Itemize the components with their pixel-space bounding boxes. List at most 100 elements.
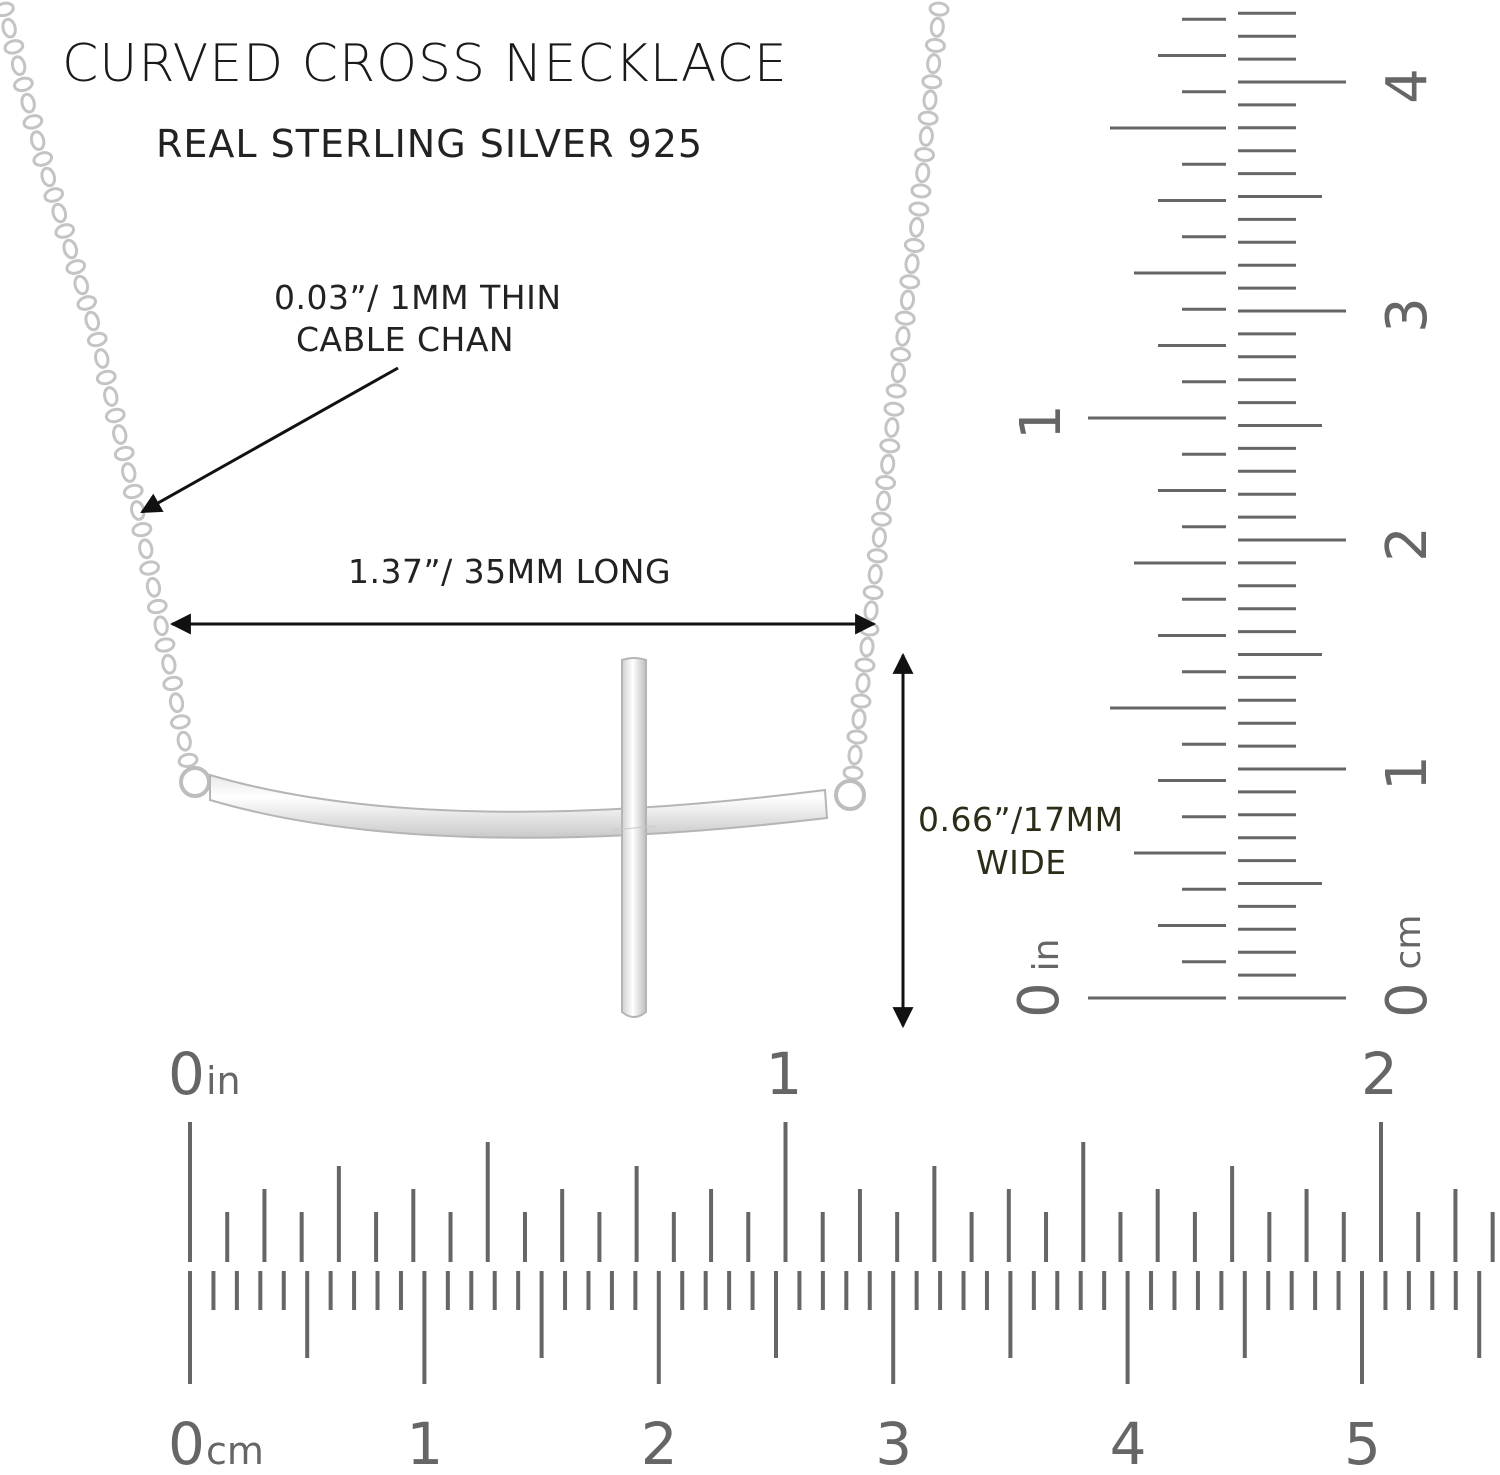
chain-link [154,637,176,653]
chain-link [880,453,896,475]
chain-link [895,325,911,347]
chain-link [904,253,920,275]
chain-link [846,729,868,745]
chain-link [910,183,932,199]
chain-link [908,201,930,217]
cm-label: 2 [1375,526,1440,562]
chain-link [859,636,875,658]
product-subtitle: REAL STERLING SILVER 925 [156,122,704,166]
chain-link [915,162,931,184]
cm-label: 4 [1110,1410,1147,1471]
inch-unit-label: in [206,1059,241,1103]
cm-label: 3 [875,1410,912,1471]
chain-link [169,714,191,730]
chain-link [855,672,871,694]
inch-label: 1 [766,1040,803,1108]
chain-link [146,598,168,615]
chain-link [122,483,144,500]
chain-link [86,331,108,348]
chain-size-label: 0.03”/ 1MM THIN [274,278,562,317]
chain-link [168,692,185,714]
chain-link [850,693,872,709]
cm-label: 0 [168,1410,205,1471]
cm-label: 3 [1375,297,1440,333]
chain-link [29,130,46,151]
chain-link [926,53,942,75]
chain-link [875,490,892,512]
chain-link [903,237,925,254]
inch-label: 2 [1361,1040,1398,1108]
chain-left [0,1,199,769]
inch-label: 0 [1007,982,1072,1018]
chain-link [104,407,126,424]
chain-link [176,730,192,752]
cm-label: 4 [1375,68,1440,104]
inch-unit-label: in [1026,939,1067,972]
chain-link [863,600,879,622]
chain-link [885,383,907,399]
inch-label: 1 [1009,404,1074,440]
chain-link [879,438,901,454]
chain-link [862,584,884,601]
chain-link [3,39,25,55]
cm-label: 2 [641,1410,678,1471]
chain-link [928,1,950,17]
chain-link [43,187,65,203]
chain-link [921,74,943,90]
chain-link [867,563,883,585]
chain-link [94,348,110,369]
chain-link [871,527,887,548]
chain-right [842,1,950,781]
chain-link [73,274,90,296]
chain-pointer-arrow [140,366,399,514]
chain-link [51,202,68,224]
cross-pendant [179,657,866,1018]
chain-link [883,401,905,417]
chain-link [113,445,135,462]
chain-link [95,369,117,386]
width-word-label: WIDE [976,843,1067,882]
chain-link [131,521,153,538]
chain-link [161,653,177,675]
chain-link [65,259,87,275]
vertical-ruler: 0 in 1 0 cm 1 2 3 4 [1007,11,1440,1018]
chain-link [875,474,897,491]
chain-link [914,147,936,163]
chain-link [909,216,925,238]
chain-link [10,55,27,76]
chain-link [153,615,169,637]
cm-label: 5 [1344,1410,1381,1471]
chain-link [76,295,98,311]
chain-link [84,310,101,332]
chain-link [139,560,161,576]
chain-link [62,238,79,260]
chain-link [884,417,900,438]
chain-link [899,289,916,311]
chain-link [890,362,906,384]
cm-label: 1 [406,1410,443,1471]
cm-label: 1 [1375,755,1440,791]
chain-link [40,166,57,188]
cm-unit-label: cm [1388,915,1429,970]
cm-label: 0 [1375,982,1440,1018]
chain-link [103,386,119,407]
chain-link [870,511,892,527]
chain-link [899,274,921,290]
chain-link [1,17,17,39]
chain-link [917,110,939,126]
chain-link [866,548,888,564]
chain-link [112,424,128,445]
chain-link [22,114,44,130]
width-size-label: 0.66”/17MM [918,800,1124,839]
chain-link [162,675,184,692]
chain-link [851,708,867,730]
chain-link [929,16,945,38]
chain-link [145,576,162,598]
chain-link [177,752,199,769]
chain-link [32,151,54,167]
chain-link [847,744,863,766]
chain-link [894,310,916,326]
